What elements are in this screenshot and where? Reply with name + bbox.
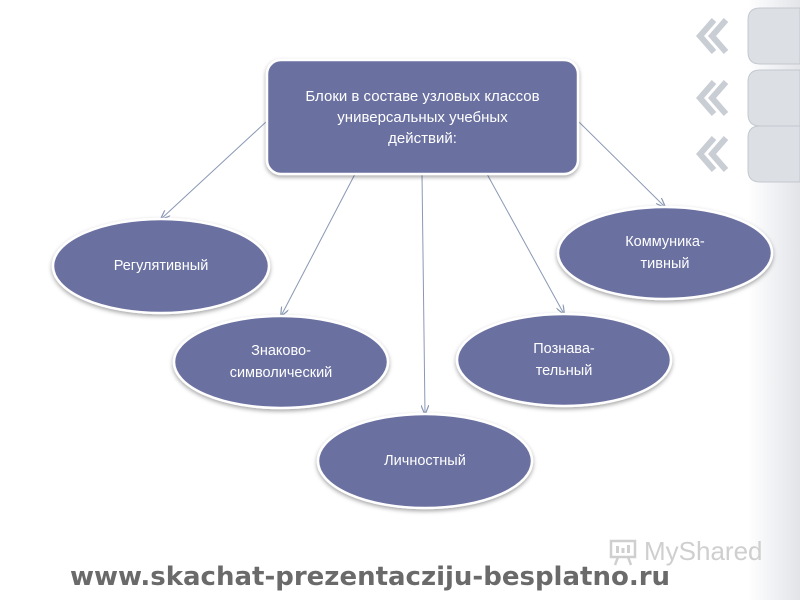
node-communicative — [556, 205, 774, 301]
logo-text: MyShared — [644, 536, 763, 566]
node-regulative — [51, 217, 271, 315]
presentation-board-icon — [609, 539, 637, 565]
node-cognitive — [455, 312, 673, 408]
nodes — [51, 58, 774, 510]
edge-root-regulative — [161, 120, 268, 219]
edge-root-sign-symbolic — [281, 173, 356, 316]
edge-root-communicative — [577, 120, 665, 207]
watermark-url: www.skachat-prezentacziju-besplatno.ru — [69, 562, 671, 592]
myshared-logo: MyShared — [608, 536, 763, 567]
node-personal — [316, 412, 534, 510]
decorative-tabs — [696, 7, 800, 183]
node-sign-symbolic — [172, 314, 390, 410]
node-root — [265, 58, 580, 176]
edges — [161, 120, 665, 414]
edge-root-personal — [422, 173, 425, 414]
edge-root-cognitive — [486, 173, 564, 314]
double-chevron-left-icon — [696, 69, 800, 127]
double-chevron-left-icon — [696, 125, 800, 183]
double-chevron-left-icon — [696, 7, 800, 65]
